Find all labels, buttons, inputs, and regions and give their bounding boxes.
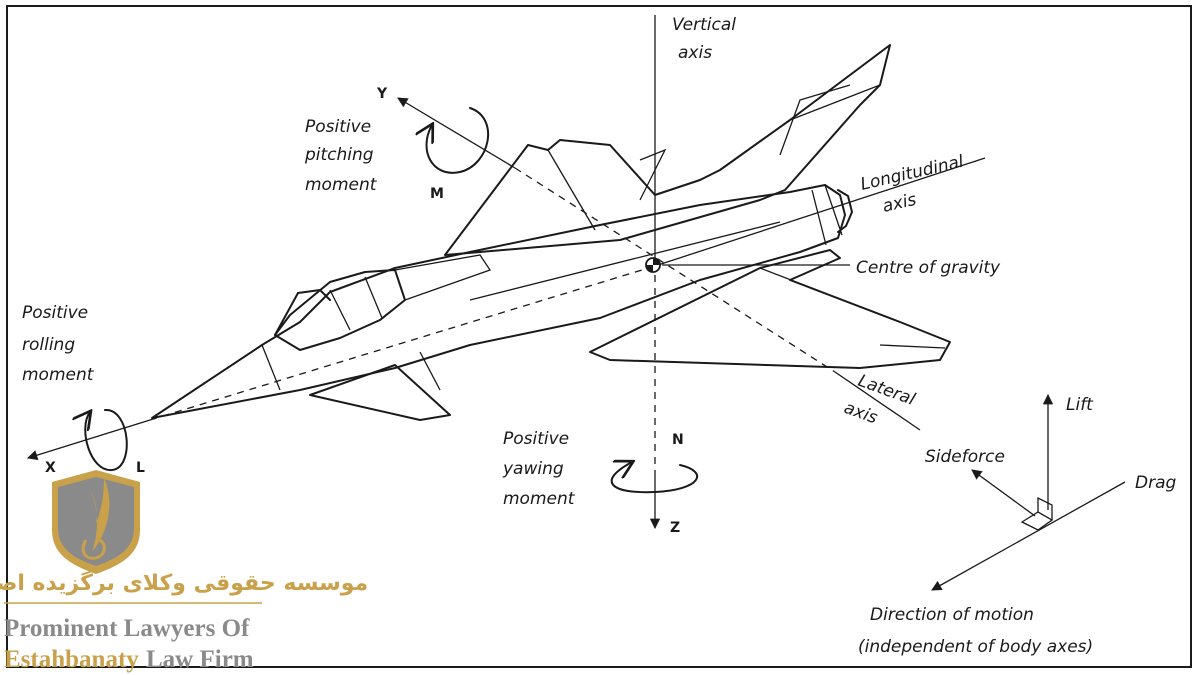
aircraft-drawing: [151, 44, 951, 421]
label-m-moment: M: [430, 186, 444, 202]
lateral-axis-line: [834, 371, 921, 431]
label-y-axis: Y: [376, 86, 388, 102]
longitudinal-axis-dashed: [149, 265, 656, 421]
y-axis-arrow: [397, 97, 516, 169]
direction-of-motion-line: [931, 481, 1126, 591]
pitching-moment-arrow: [427, 107, 489, 174]
yawing-moment-arrow: [610, 462, 699, 494]
label-longitudinal-axis-2: axis: [881, 190, 919, 217]
label-direction-of-motion-1: Direction of motion: [870, 605, 1034, 625]
label-rolling-1: Positive: [22, 303, 88, 323]
diagram-frame: [6, 5, 1192, 668]
quill-icon: [90, 478, 110, 552]
label-x-axis: X: [45, 460, 56, 476]
longitudinal-axis-line: [654, 157, 986, 267]
lateral-axis-dashed: [514, 167, 836, 373]
watermark-persian: موسسه حقوقی وکلای برگزیده اصطهباناتی: [0, 569, 368, 596]
label-pitching-2: pitching: [304, 145, 374, 165]
label-pitching-3: moment: [305, 175, 378, 195]
watermark-logo: موسسه حقوقی وکلای برگزیده اصطهباناتی Pro…: [0, 470, 368, 673]
rolling-moment-arrow: [85, 410, 128, 472]
watermark-english-line2-gray: Law Firm: [146, 646, 254, 673]
watermark-english-line1: Prominent Lawyers Of: [4, 615, 250, 642]
label-longitudinal-axis-1: Longitudinal: [859, 152, 966, 195]
label-l-moment: L: [136, 460, 145, 476]
label-rolling-2: rolling: [22, 335, 75, 355]
label-z-axis: Z: [670, 520, 680, 536]
label-yawing-2: yawing: [502, 459, 564, 479]
label-yawing-1: Positive: [503, 429, 569, 449]
label-lateral-axis-2: axis: [841, 398, 880, 428]
label-yawing-3: moment: [503, 489, 576, 509]
label-drag: Drag: [1135, 473, 1176, 493]
label-centre-of-gravity: Centre of gravity: [856, 258, 1001, 278]
label-n-moment: N: [672, 432, 684, 448]
label-pitching-1: Positive: [305, 117, 371, 137]
label-vertical-axis-2: axis: [678, 43, 712, 63]
label-sideforce: Sideforce: [925, 447, 1005, 467]
forces-diagram: [931, 393, 1126, 591]
sideforce-arrow: [971, 469, 1036, 517]
label-lift: Lift: [1066, 395, 1094, 415]
label-rolling-3: moment: [22, 365, 95, 385]
label-direction-of-motion-2: (independent of body axes): [858, 637, 1093, 657]
cog-quadrant-1: [653, 258, 660, 265]
force-origin-box: [1020, 511, 1054, 531]
watermark-english-line2-gold: Estahbanaty: [4, 646, 139, 673]
cog-quadrant-2: [646, 265, 653, 272]
x-axis-arrow: [27, 419, 151, 461]
label-vertical-axis-1: Vertical: [672, 15, 736, 35]
